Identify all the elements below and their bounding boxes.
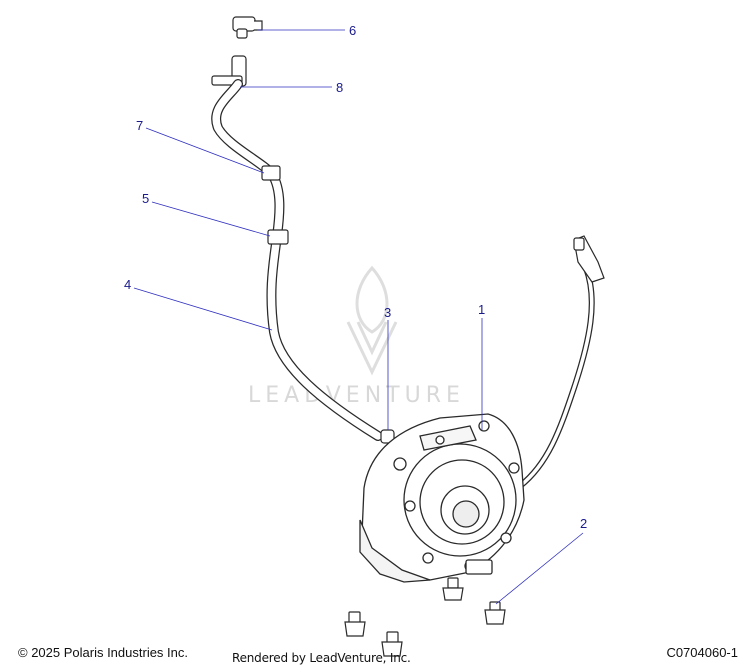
part-3-cap [380,429,395,444]
part-7-clip [261,165,281,181]
part-5-clip [267,229,289,245]
callout-1: 1 [478,302,485,317]
sensor-wire [517,265,595,489]
bolt-a [442,577,464,601]
part-4-hose [211,79,383,441]
callout-2: 2 [580,516,587,531]
leader-2 [495,532,584,605]
copyright-text: © 2025 Polaris Industries Inc. [18,645,188,660]
leader-4 [133,287,273,331]
callout-6: 6 [349,23,356,38]
callout-numbers: 1 2 3 4 5 6 7 8 [124,23,587,531]
bolt-d [381,631,403,657]
callout-3: 3 [384,305,391,320]
bolt-b [484,601,506,625]
leader-7 [145,127,265,174]
leadventure-watermark: LEADVENTURE [248,265,465,408]
watermark-text: LEADVENTURE [248,383,465,408]
leader-5 [151,201,271,237]
flame-logo-icon [346,265,398,376]
bolt-c [344,611,366,637]
part-2-bolts [344,577,506,657]
figure-id: C0704060-1 [666,645,738,660]
part-1-housing [359,413,525,583]
rendered-by-text: Rendered by LeadVenture, Inc. [232,651,411,665]
callout-8: 8 [336,80,343,95]
sensor-connector [573,235,605,283]
callout-4: 4 [124,277,131,292]
leader-lines [133,29,584,605]
callout-7: 7 [136,118,143,133]
part-6-fitting [232,16,263,39]
callout-5: 5 [142,191,149,206]
